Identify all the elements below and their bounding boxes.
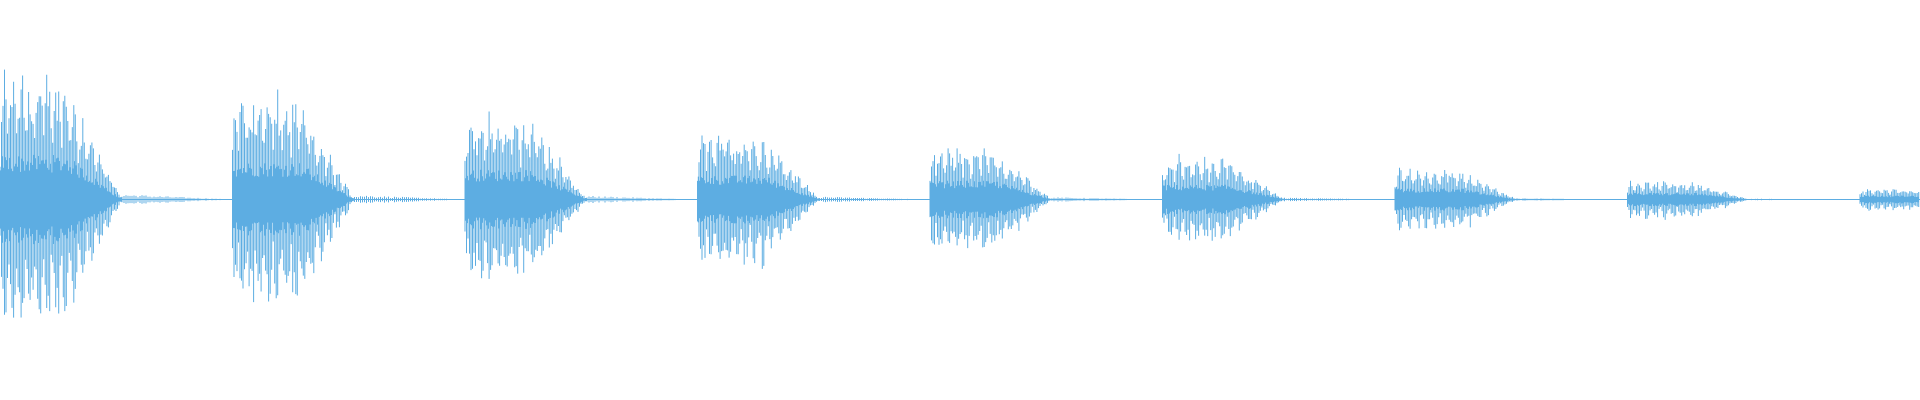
- waveform-burst-tail: [819, 196, 928, 203]
- waveform-burst-shape: [1394, 167, 1518, 231]
- waveform-burst-5: [929, 148, 1159, 249]
- waveform-burst-tail: [1749, 198, 1848, 201]
- waveform-burst-shape: [929, 148, 1053, 249]
- waveform-burst-tail: [121, 195, 231, 204]
- waveform-burst-shape: [697, 135, 820, 269]
- waveform-burst-shape: [0, 69, 123, 318]
- waveform-burst-6: [1162, 153, 1389, 241]
- waveform-burst-3: [464, 111, 696, 279]
- waveform-burst-2: [232, 89, 463, 303]
- waveform-burst-shape: [1859, 189, 1920, 211]
- waveform-burst-tail: [586, 196, 696, 203]
- waveform-burst-8: [1627, 180, 1848, 220]
- waveform-burst-tail: [1051, 197, 1159, 202]
- waveform-burst-shape: [232, 89, 355, 303]
- waveform-bursts: [0, 69, 1920, 318]
- waveform-burst-4: [697, 135, 928, 269]
- waveform-burst-1: [0, 69, 231, 318]
- waveform-burst-9: [1859, 189, 1920, 211]
- waveform-burst-tail: [354, 195, 463, 204]
- waveform-burst-shape: [464, 111, 588, 279]
- waveform-burst-7: [1394, 167, 1620, 231]
- waveform-burst-shape: [1627, 180, 1750, 220]
- waveform-burst-shape: [1162, 153, 1285, 241]
- waveform-burst-tail: [1284, 197, 1389, 202]
- waveform-burst-tail: [1516, 198, 1620, 201]
